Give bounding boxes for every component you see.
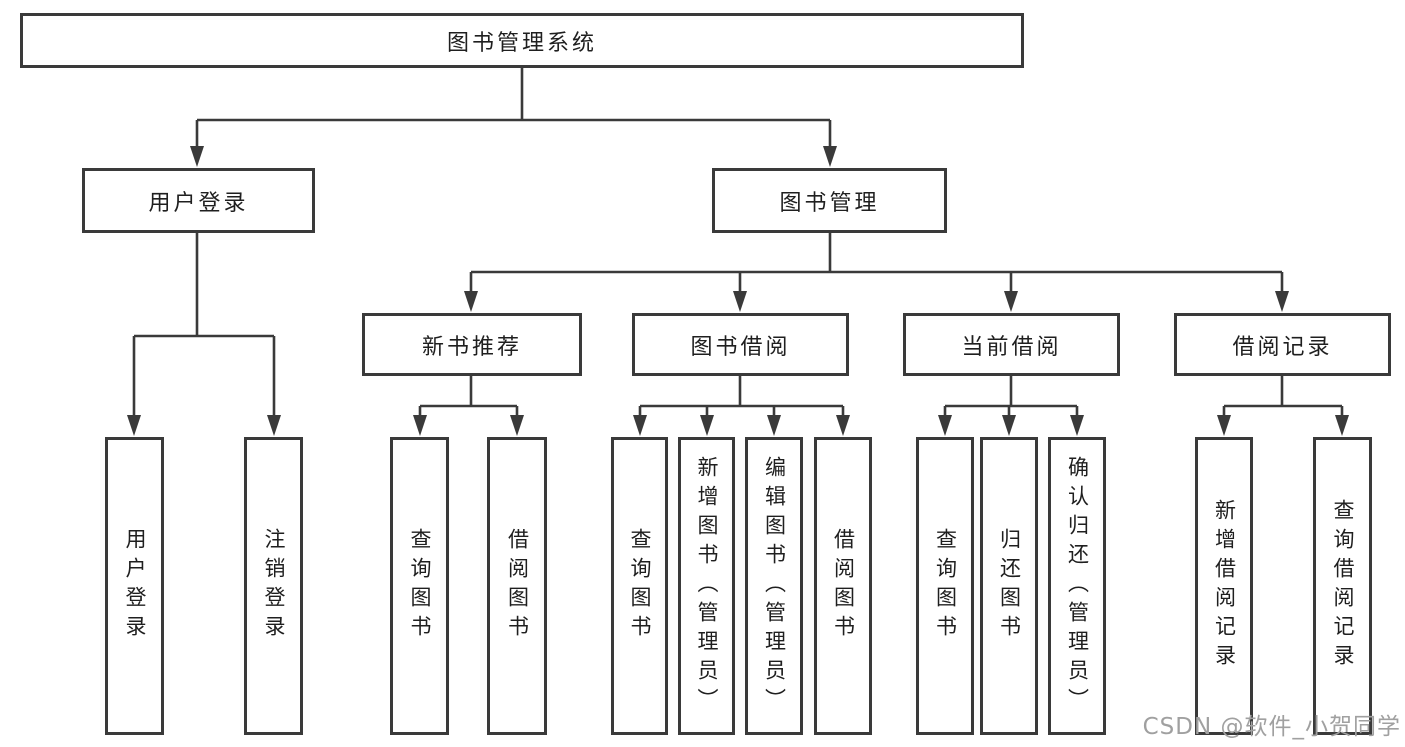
node-new-book-recommendation: 新书推荐 bbox=[362, 313, 582, 376]
node-library-management-system: 图书管理系统 bbox=[20, 13, 1024, 68]
leaf-return-books: 归还图书 bbox=[980, 437, 1038, 735]
node-borrowing-records: 借阅记录 bbox=[1174, 313, 1391, 376]
leaf-query-books-borrowing: 查询图书 bbox=[611, 437, 668, 735]
leaf-borrow-books-borrowing: 借阅图书 bbox=[814, 437, 872, 735]
node-book-management: 图书管理 bbox=[712, 168, 947, 233]
leaf-add-borrow-record: 新增借阅记录 bbox=[1195, 437, 1253, 735]
leaf-add-books-admin: 新增图书（管理员） bbox=[678, 437, 735, 735]
leaf-confirm-return-admin: 确认归还（管理员） bbox=[1048, 437, 1106, 735]
tree-edges bbox=[132, 68, 1344, 419]
arrowhead-icons bbox=[127, 146, 1349, 436]
node-book-borrowing: 图书借阅 bbox=[632, 313, 849, 376]
leaf-borrow-books-recommend: 借阅图书 bbox=[487, 437, 547, 735]
leaf-user-login: 用户登录 bbox=[105, 437, 164, 735]
node-user-login: 用户登录 bbox=[82, 168, 315, 233]
leaf-logout: 注销登录 bbox=[244, 437, 303, 735]
leaf-query-books-recommend: 查询图书 bbox=[390, 437, 449, 735]
leaf-query-borrow-record: 查询借阅记录 bbox=[1313, 437, 1372, 735]
node-current-borrowing: 当前借阅 bbox=[903, 313, 1120, 376]
leaf-edit-books-admin: 编辑图书（管理员） bbox=[745, 437, 803, 735]
leaf-query-books-current: 查询图书 bbox=[916, 437, 974, 735]
watermark: CSDN @软件_小贺同学 bbox=[1142, 714, 1401, 740]
